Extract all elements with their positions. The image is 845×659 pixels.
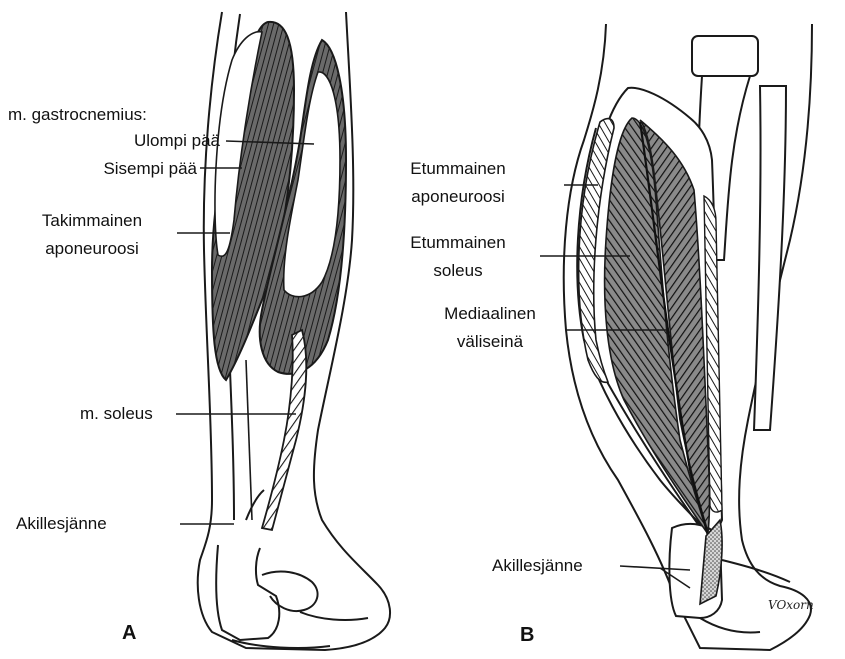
label-takimmainen-aponeuroosi: aponeuroosi bbox=[8, 238, 176, 260]
tibia-top bbox=[692, 36, 758, 76]
label-ulompi-paa: Ulompi pää bbox=[134, 130, 220, 152]
label-etummainen-apo: Etummainen bbox=[398, 158, 518, 180]
label-mediaalinen-2: väliseinä bbox=[420, 331, 560, 353]
leg-a-calcaneus bbox=[216, 545, 279, 640]
artist-signature: VOxorn bbox=[768, 598, 814, 612]
panel-a-letter: A bbox=[122, 622, 136, 645]
label-etummainen-apo-2: aponeuroosi bbox=[398, 186, 518, 208]
label-etummainen-sol-2: soleus bbox=[398, 260, 518, 282]
label-etummainen-sol: Etummainen bbox=[398, 232, 518, 254]
fibula bbox=[754, 86, 786, 430]
label-takimmainen: Takimmainen bbox=[8, 210, 176, 232]
label-gastrocnemius: m. gastrocnemius: bbox=[8, 104, 147, 126]
label-akillesjanne-a: Akillesjänne bbox=[16, 513, 107, 535]
label-soleus-a: m. soleus bbox=[80, 403, 153, 425]
label-akillesjanne-b: Akillesjänne bbox=[492, 555, 583, 577]
panel-b-letter: B bbox=[520, 624, 534, 647]
label-sisempi-paa: Sisempi pää bbox=[103, 158, 197, 180]
label-mediaalinen: Mediaalinen bbox=[420, 303, 560, 325]
